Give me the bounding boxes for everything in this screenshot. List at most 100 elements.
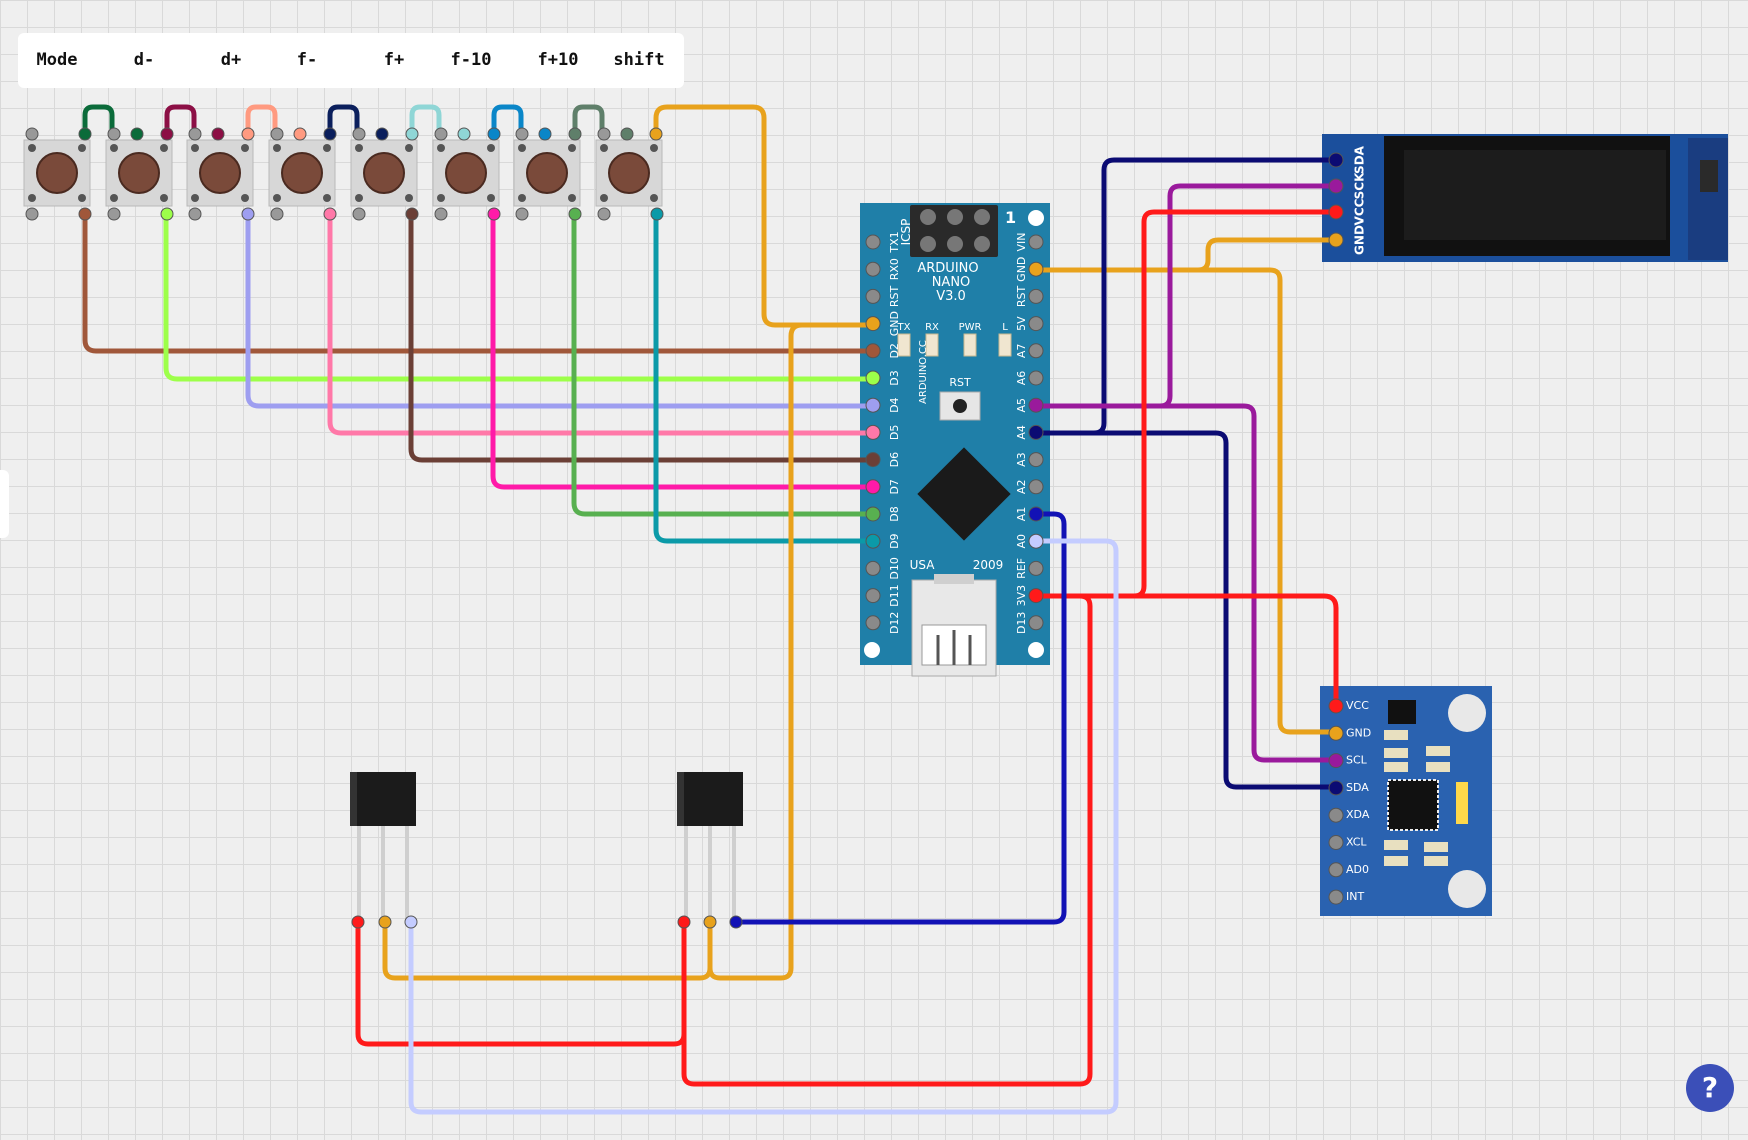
wire-gnd-sensor1[interactable] [382,919,713,981]
mpu-pin-xcl[interactable] [1328,835,1344,850]
wire-vcc-sensor1[interactable] [355,919,687,1047]
wire-a1-sensor2[interactable] [733,511,1067,925]
mpu-pin-gnd[interactable] [1328,725,1344,741]
wire-bridge-3[interactable] [245,104,278,137]
nano-pin-rst[interactable] [865,288,881,304]
button-pin[interactable] [160,207,174,221]
wire-bridge-2[interactable] [164,104,197,137]
button-pin[interactable] [323,127,337,141]
nano-pin-d4[interactable] [865,397,881,413]
button-pin[interactable] [650,207,664,221]
nano-pin-a1[interactable] [1028,506,1044,522]
button-pin[interactable] [130,127,144,141]
hall-sensor-2-gnd[interactable] [703,915,717,929]
nano-pin-d7[interactable] [865,479,881,495]
pushbutton-cap[interactable] [36,152,78,194]
button-pin[interactable] [25,127,39,141]
button-pin[interactable] [487,127,501,141]
button-pin[interactable] [78,207,92,221]
side-panel-handle[interactable] [0,470,9,538]
pushbutton-cap[interactable] [363,152,405,194]
oled-pin-sck[interactable] [1328,178,1344,194]
button-pin[interactable] [434,127,448,141]
button-pin[interactable] [188,127,202,141]
nano-pin-a4[interactable] [1028,424,1044,440]
pushbutton-cap[interactable] [118,152,160,194]
button-pin[interactable] [211,127,225,141]
nano-pin-d3[interactable] [865,370,881,386]
wire-button-to-d3[interactable] [163,211,876,382]
wire-vcc-sensor2[interactable] [681,593,1093,1087]
reset-button-cap[interactable] [953,399,967,413]
wire-button-to-d8[interactable] [571,211,876,517]
wire-a0-sensor1[interactable] [408,538,1119,1115]
button-pin[interactable] [352,127,366,141]
wire-gnd-sensor2[interactable] [707,322,876,981]
nano-pin-d9[interactable] [865,533,881,549]
oled-pin-sda[interactable] [1328,152,1344,168]
wire-button-to-d4[interactable] [245,211,876,409]
nano-pin-d8[interactable] [865,506,881,522]
wire-bridge-4[interactable] [327,104,360,137]
pushbutton-cap[interactable] [281,152,323,194]
wire-bridge-6[interactable] [491,104,524,137]
pushbutton-cap[interactable] [199,152,241,194]
pushbutton-7[interactable] [513,139,581,207]
wire-button-to-d9[interactable] [653,211,876,544]
hall-sensor-1[interactable] [350,772,416,826]
nano-pin-a0[interactable] [1028,533,1044,549]
button-pin[interactable] [568,127,582,141]
wire-scl-oled[interactable] [1033,183,1339,409]
button-pin[interactable] [352,207,366,221]
wire-scl-mpu[interactable] [1033,403,1339,763]
nano-pin-gnd[interactable] [865,316,881,332]
button-pin[interactable] [515,127,529,141]
hall-sensor-2-out[interactable] [729,915,743,929]
help-button[interactable]: ? [1686,1064,1734,1112]
button-pin[interactable] [323,207,337,221]
nano-pin-a7[interactable] [1028,343,1044,359]
button-pin[interactable] [293,127,307,141]
wire-button-to-d5[interactable] [327,211,876,436]
button-pin[interactable] [487,207,501,221]
button-pin[interactable] [538,127,552,141]
wire-bridge-1[interactable] [82,104,115,137]
mpu-pin-ad0[interactable] [1328,862,1344,878]
wire-bridge-7[interactable] [572,104,605,137]
button-pin[interactable] [434,207,448,221]
hall-sensor-2[interactable] [677,772,743,826]
button-pin[interactable] [375,127,389,141]
nano-pin-d5[interactable] [865,424,881,440]
wire-button-gnd[interactable] [653,104,876,328]
oled-pin-vcc[interactable] [1328,204,1344,220]
nano-pin-d2[interactable] [865,343,881,359]
button-pin[interactable] [160,127,174,141]
mpu-pin-int[interactable] [1328,889,1344,905]
button-pin[interactable] [515,207,529,221]
wire-gnd-mpu[interactable] [1033,267,1339,735]
button-pin[interactable] [241,207,255,221]
button-pin[interactable] [405,207,419,221]
wire-button-to-d2[interactable] [82,211,876,354]
pushbutton-cap[interactable] [445,152,487,194]
button-pin[interactable] [649,127,663,141]
wire-bridge-5[interactable] [409,104,442,137]
button-pin[interactable] [107,207,121,221]
button-pin[interactable] [620,127,634,141]
nano-pin-d11[interactable] [865,588,881,604]
nano-pin-vin[interactable] [1028,234,1044,250]
button-pin[interactable] [270,127,284,141]
nano-pin-5v[interactable] [1028,316,1044,332]
pushbutton-cap[interactable] [608,152,650,194]
wire-sda-oled[interactable] [1033,157,1339,436]
nano-pin-ref[interactable] [1028,560,1044,576]
nano-pin-tx1[interactable] [865,234,881,250]
hall-sensor-1-out[interactable] [404,915,418,929]
wire-button-to-d6[interactable] [408,211,876,463]
nano-pin-d6[interactable] [865,452,881,468]
nano-pin-a3[interactable] [1028,452,1044,468]
nano-pin-gnd[interactable] [1028,261,1044,277]
button-pin[interactable] [597,207,611,221]
mpu-pin-sda[interactable] [1328,780,1344,796]
